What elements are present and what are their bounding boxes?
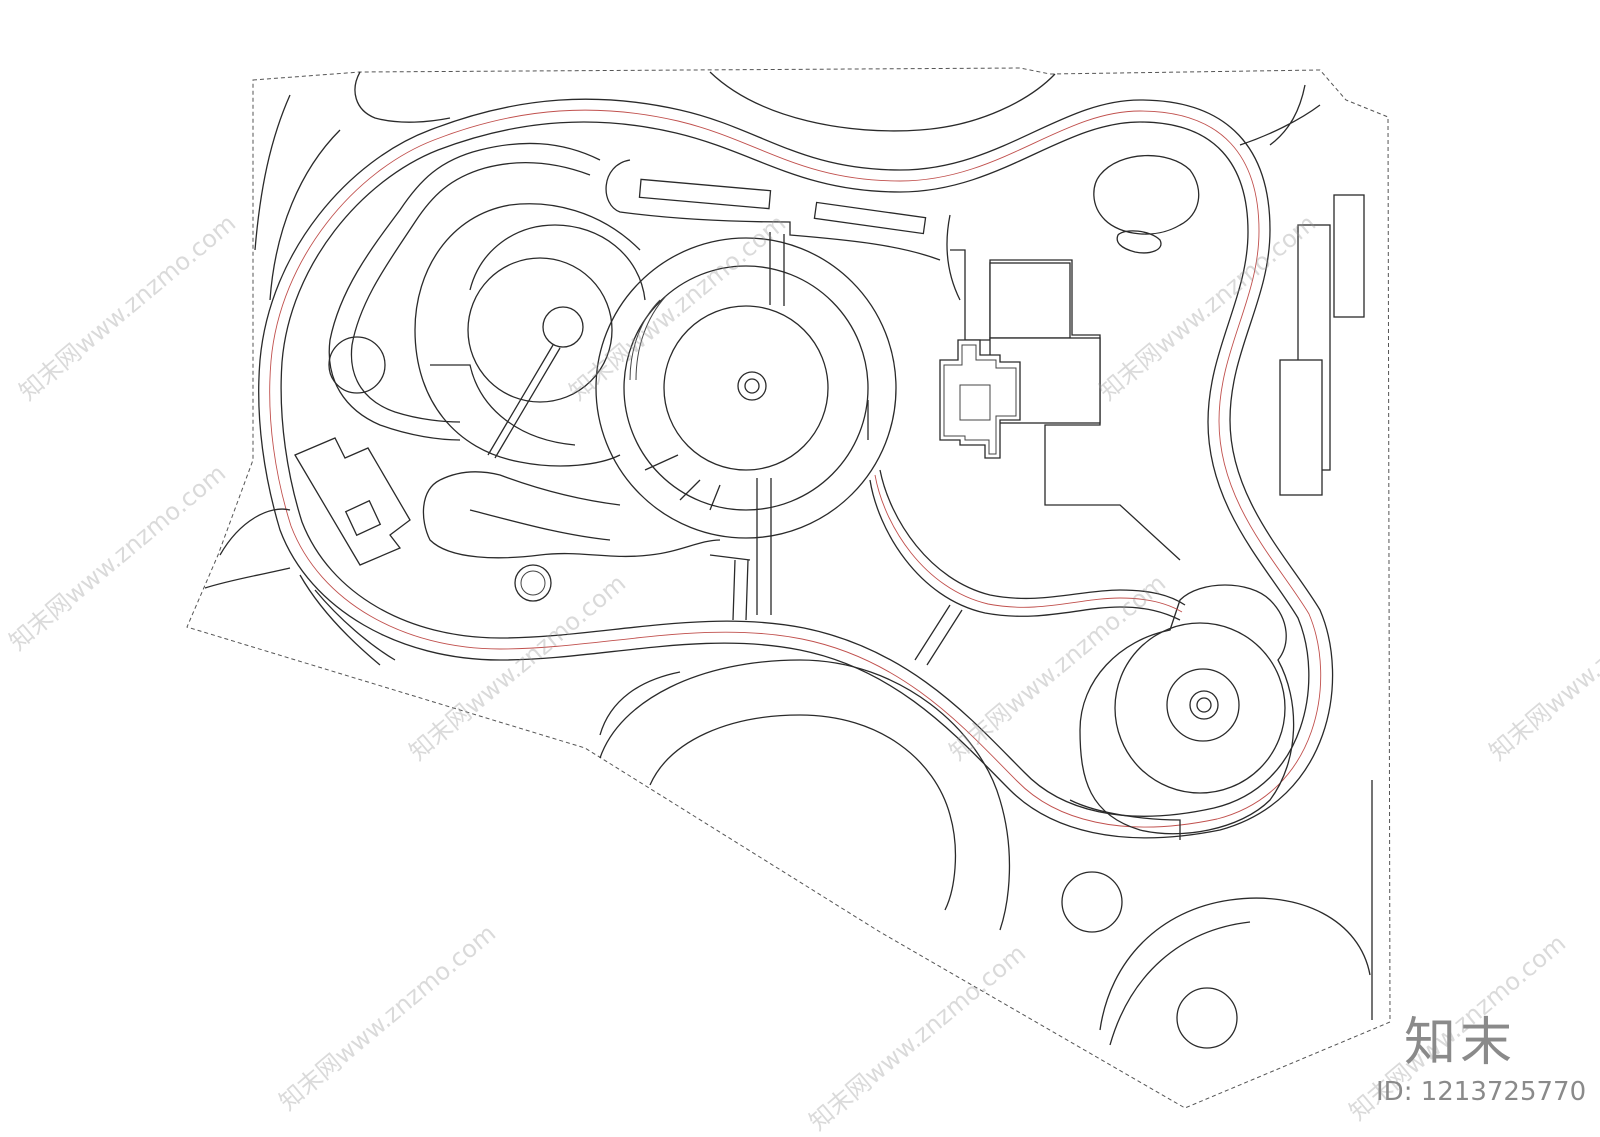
left-garden-terraces [430, 364, 621, 541]
left-garden-spoke [487, 344, 561, 459]
southeast-garden-outer [1079, 584, 1295, 835]
east-building-tall-3 [1279, 359, 1323, 496]
west-pavilion-core [344, 499, 382, 537]
southeast-fountain-outer [1189, 690, 1219, 720]
outer-loop-path-outer [258, 98, 1334, 839]
south-west-lawn-edge [204, 567, 291, 589]
south-lawn-arc-3 [599, 671, 681, 736]
southeast-garden-lower [1069, 799, 1181, 840]
brand-logo: 知末 [1404, 1013, 1517, 1073]
west-pavilion [294, 437, 411, 566]
central-fountain-outer [737, 371, 767, 401]
south-west-fountain [514, 564, 552, 602]
left-garden-ring-outer [414, 203, 641, 467]
southeast-tree-1 [1061, 871, 1123, 933]
north-planter-left [638, 178, 772, 210]
plaza-east-loop-red [874, 474, 1183, 613]
south-west-lawn-curve [219, 508, 291, 556]
south-lawn-arc-2 [649, 714, 957, 911]
inner-meander-path [328, 142, 601, 441]
image-id-label: ID: 1213725770 [1376, 1077, 1587, 1107]
south-west-fountain-inner [520, 570, 546, 596]
central-plaza-spoke-north [769, 232, 785, 306]
central-plaza-cuts [644, 400, 869, 511]
south-connector-path [709, 554, 751, 621]
central-plaza-ring [623, 265, 869, 511]
left-garden-ring-mid [469, 224, 646, 301]
northeast-pond [1093, 154, 1200, 235]
northeast-pond-islet [1116, 230, 1162, 254]
northeast-path [1239, 84, 1321, 146]
southeast-tree-2 [1176, 987, 1238, 1049]
plaza-east-loop [879, 469, 1186, 606]
east-building-stepped-inner [943, 344, 1017, 455]
outer-loop-path-inner [280, 121, 1310, 817]
east-building-stepped [939, 339, 1021, 459]
left-garden-lower-path [422, 479, 721, 559]
southeast-garden-ring [1114, 622, 1286, 794]
north-lawn-arc [709, 71, 1056, 132]
northeast-connector [946, 214, 961, 301]
southeast-lawn-arc [1099, 897, 1371, 1046]
central-fountain-inner [744, 378, 760, 394]
west-pond [328, 336, 386, 394]
south-west-wedge [299, 574, 396, 666]
southeast-fountain-inner [1196, 697, 1212, 713]
left-garden-ring-inner [467, 257, 613, 403]
outer-loop-path-centerline [269, 109, 1322, 828]
east-building-block-a [989, 262, 1071, 339]
west-edge-curve [254, 94, 291, 251]
west-inner-curve [269, 129, 341, 301]
central-plaza-spoke-south [756, 478, 772, 615]
east-building-tall-2 [1333, 194, 1365, 318]
diagonal-connector [914, 604, 963, 666]
south-lawn-arc-1 [599, 659, 1011, 931]
central-plaza-outer [595, 237, 897, 539]
inner-meander-path-b [350, 162, 591, 423]
plaza-east-loop-b [869, 479, 1181, 621]
east-building-core [959, 384, 991, 421]
north-plaza-capsule [605, 159, 941, 261]
site-boundary [186, 67, 1391, 1109]
northwest-curve [354, 71, 451, 123]
north-planter-right [813, 201, 927, 235]
central-plaza-arc-stairs [629, 295, 667, 381]
left-garden-fountain [542, 306, 584, 348]
southeast-garden-inner [1166, 668, 1240, 742]
central-plaza-inner [663, 305, 829, 471]
